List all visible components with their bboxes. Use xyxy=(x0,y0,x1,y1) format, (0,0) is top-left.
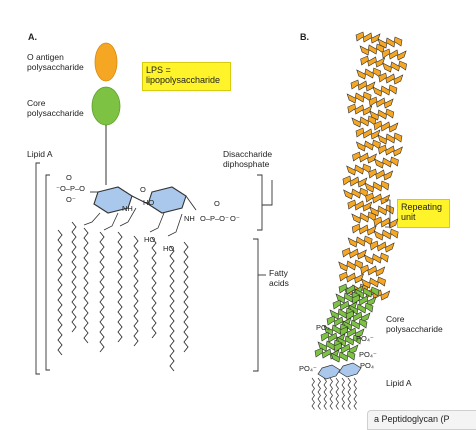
o-minus-left: O⁻ xyxy=(66,195,76,204)
po4-2: PO₄⁻ xyxy=(356,334,374,343)
sugar-ring-left xyxy=(93,186,133,214)
core-ellipse xyxy=(91,86,121,126)
o-minus-right: O⁻ xyxy=(230,214,240,223)
lipid-a-bracket xyxy=(35,162,40,375)
disaccharide-diphosphate-label: Disaccharide diphosphate xyxy=(223,149,273,169)
repeating-unit-box: Repeating unit xyxy=(397,199,450,228)
nh-right: NH xyxy=(184,214,195,223)
phosphate-left: ⁻O–P–O xyxy=(56,184,85,193)
lipid-a-chains xyxy=(311,377,357,410)
panel-b-label: B. xyxy=(300,32,309,42)
core-zigzags xyxy=(314,283,380,363)
po4-1: PO₄ xyxy=(316,323,330,332)
o-antigen-zigzags xyxy=(338,31,407,301)
o-antigen-label: O antigen polysaccharide xyxy=(27,52,84,72)
po4-3: PO₄⁻ xyxy=(359,350,377,359)
phosphate-right: O–P–O⁻ xyxy=(200,214,229,223)
ho-top: HO xyxy=(143,198,154,207)
o-bridge: O xyxy=(140,185,146,194)
panel-a-label: A. xyxy=(28,32,37,42)
core-polysaccharide-b-label: Core polysaccharide xyxy=(386,314,443,334)
fatty-acids-label: Fatty acids xyxy=(269,268,289,288)
po4-5: PO₄⁻ xyxy=(299,364,317,373)
core-polysaccharide-label: Core polysaccharide xyxy=(27,98,84,118)
ho-low: HO xyxy=(163,244,174,253)
lipid-a-b-label: Lipid A xyxy=(386,378,412,388)
fatty-acid-chains xyxy=(57,221,189,372)
po4-4: PO₄ xyxy=(360,361,374,370)
lps-definition-box: LPS = lipopolysaccharide xyxy=(142,62,231,91)
lipid-a-label: Lipid A xyxy=(27,149,53,159)
nh-left: NH xyxy=(122,204,133,213)
o-double-left: O xyxy=(66,173,72,182)
ho-mid: HO xyxy=(144,235,155,244)
o-antigen-ellipse xyxy=(94,42,118,82)
o-double-right: O xyxy=(214,199,220,208)
